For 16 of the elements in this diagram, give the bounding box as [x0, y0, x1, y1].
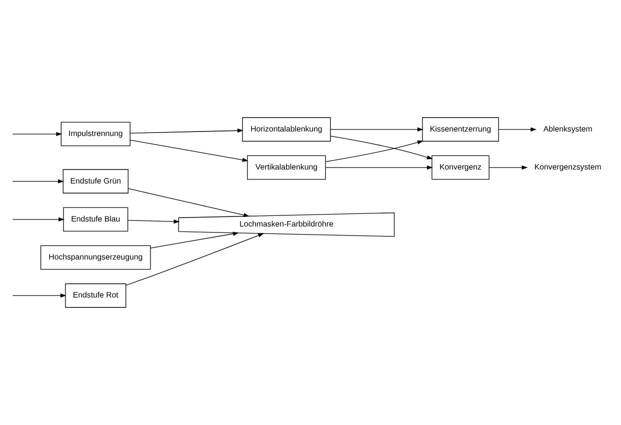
- arrow: [498, 127, 537, 132]
- arrow: [488, 165, 528, 170]
- arrow: [128, 188, 250, 218]
- arrow: [130, 140, 248, 162]
- arrow: [12, 132, 62, 136]
- arrow: [12, 217, 64, 222]
- arrow: [330, 127, 424, 132]
- arrow: [12, 179, 64, 184]
- arrow: [325, 140, 424, 162]
- arrow: [128, 219, 180, 224]
- arrow: [12, 293, 66, 298]
- arrow: [130, 128, 244, 134]
- arrow: [330, 136, 433, 160]
- arrow: [150, 232, 239, 248]
- arrow: [325, 165, 433, 170]
- arrow: [126, 233, 264, 286]
